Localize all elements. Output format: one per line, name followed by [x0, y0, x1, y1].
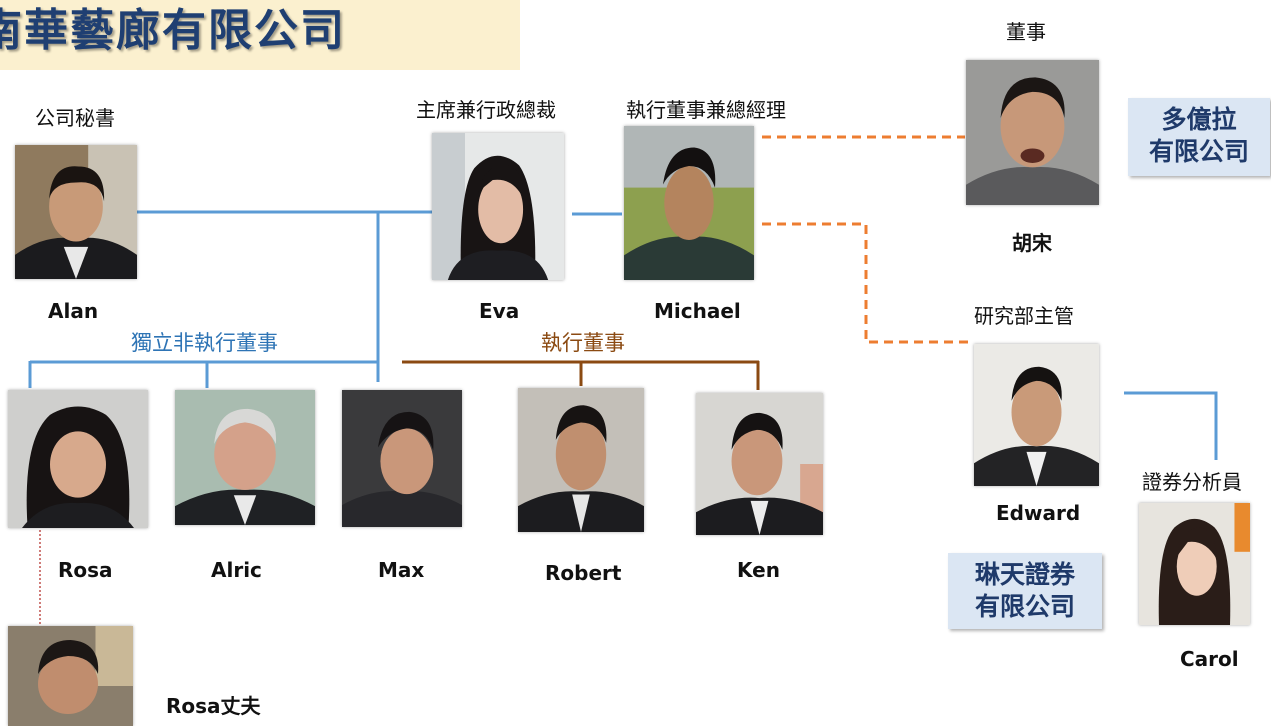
- group-executive-label: 執行董事: [541, 331, 625, 355]
- name-max: Max: [378, 558, 425, 582]
- photo-edward: [974, 344, 1099, 486]
- company-box-dorado: 多億拉 有限公司: [1128, 98, 1270, 176]
- photo-ken: [696, 393, 823, 535]
- name-carol: Carol: [1180, 647, 1239, 671]
- photo-rosa-husband: [8, 626, 133, 726]
- company-lamtin-line2: 有限公司: [974, 592, 1075, 621]
- name-edward: Edward: [996, 501, 1081, 525]
- photo-max: [342, 390, 462, 527]
- name-husong: 胡宋: [1012, 231, 1052, 255]
- name-rosa-husband: Rosa丈夫: [166, 694, 261, 718]
- role-edward: 研究部主管: [974, 304, 1074, 328]
- portrait-icon: [8, 390, 148, 528]
- portrait-icon: [624, 126, 754, 280]
- photo-husong: [966, 60, 1099, 205]
- portrait-icon: [8, 626, 133, 726]
- name-alan: Alan: [48, 299, 99, 323]
- portrait-icon: [15, 145, 137, 279]
- photo-michael: [624, 126, 754, 280]
- name-eva: Eva: [479, 299, 520, 323]
- portrait-icon: [1139, 503, 1250, 625]
- photo-alric: [175, 390, 315, 525]
- portrait-icon: [175, 390, 315, 525]
- group-independent-label: 獨立非執行董事: [131, 331, 278, 355]
- portrait-icon: [696, 393, 823, 535]
- role-alan: 公司秘書: [35, 106, 115, 130]
- photo-eva: [432, 133, 564, 280]
- role-michael: 執行董事兼總經理: [626, 98, 786, 122]
- photo-rosa: [8, 390, 148, 528]
- name-rosa: Rosa: [58, 558, 113, 582]
- role-eva: 主席兼行政總裁: [416, 98, 556, 122]
- photo-alan: [15, 145, 137, 279]
- name-ken: Ken: [737, 558, 780, 582]
- portrait-icon: [432, 133, 564, 280]
- photo-carol: [1139, 503, 1250, 625]
- name-michael: Michael: [654, 299, 741, 323]
- company-dorado-line2: 有限公司: [1148, 137, 1249, 166]
- line-edward-carol: [1124, 391, 1218, 460]
- portrait-icon: [342, 390, 462, 527]
- photo-robert: [518, 388, 644, 532]
- portrait-icon: [966, 60, 1099, 205]
- name-alric: Alric: [211, 558, 262, 582]
- company-title: 南華藝廊有限公司: [0, 5, 346, 56]
- name-robert: Robert: [545, 561, 622, 585]
- role-carol: 證券分析員: [1142, 470, 1242, 494]
- portrait-icon: [974, 344, 1099, 486]
- company-box-lamtin: 琳天證券 有限公司: [948, 553, 1102, 629]
- title-banner: 南華藝廊有限公司: [0, 0, 520, 70]
- line-michael-edward: [762, 222, 974, 344]
- role-husong: 董事: [1006, 20, 1046, 44]
- company-dorado-line1: 多億拉: [1161, 105, 1237, 134]
- company-lamtin-line1: 琳天證券: [974, 560, 1075, 589]
- portrait-icon: [518, 388, 644, 532]
